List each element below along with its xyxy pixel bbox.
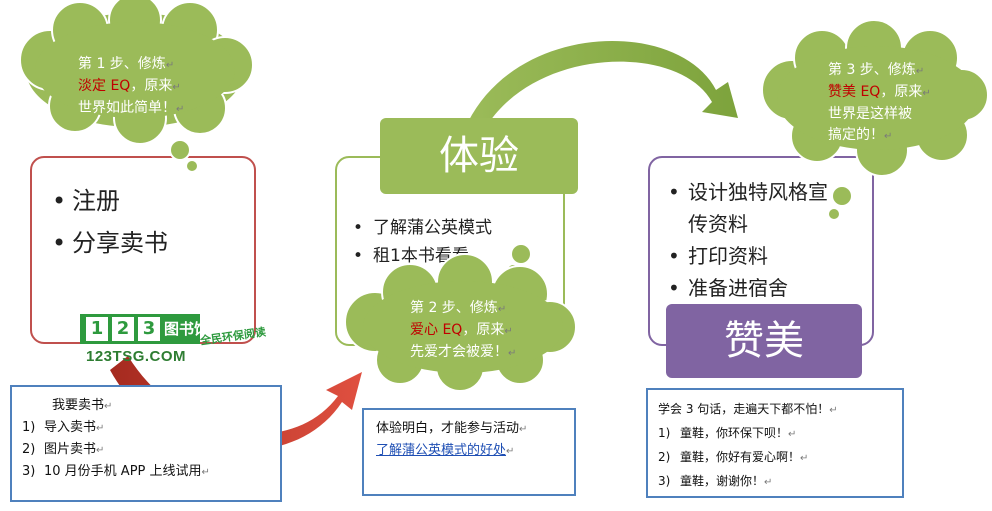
right-box-heading: 学会 3 句话，走遍天下都不怕！↵ [658, 402, 838, 416]
left-box-heading: 我要卖书↵ [52, 398, 113, 413]
step1-item: 注册 [52, 180, 168, 222]
left-box-item: 3)10 月份手机 APP 上线试用↵ [22, 464, 210, 479]
step1-cloud-line2: ，原来 [130, 78, 173, 94]
step2-cloud-line3: 先爱才会被爱！ [410, 344, 508, 360]
step3-item: 准备进宿舍 [668, 272, 828, 304]
step3-cloud-line2: ，原来 [880, 84, 923, 100]
step3-cloud-eq: 赞美 EQ [828, 84, 881, 100]
middle-box-link[interactable]: 了解蒲公英模式的好处 [376, 443, 507, 458]
logo-digit: 1 [86, 317, 108, 341]
step3-title: 赞美 [666, 304, 862, 378]
logo-slogan: 全民环保阅读 [199, 325, 267, 348]
step1-cloud-text: 第 1 步、修炼↵ 淡定 EQ，原来↵ 世界如此简单！↵ [78, 56, 185, 116]
right-box-item: 1)童鞋，你环保下呗！↵ [658, 426, 797, 440]
step1-cloud-line1: 第 1 步、修炼 [78, 56, 166, 72]
right-info-box: 学会 3 句话，走遍天下都不怕！↵ 1)童鞋，你环保下呗！↵ 2)童鞋，你好有爱… [646, 388, 904, 498]
step1-cloud-eq: 淡定 EQ [78, 78, 131, 94]
green-curved-arrow [468, 40, 738, 124]
logo-digit: 3 [138, 317, 160, 341]
step2-cloud-eq: 爱心 EQ [410, 322, 463, 338]
step2-item: 了解蒲公英模式 [353, 214, 492, 242]
step2-cloud [344, 243, 577, 392]
step1-item: 分享卖书 [52, 222, 168, 264]
step2-item: 租1本书看看 [353, 242, 492, 270]
step3-cloud-line4: 搞定的！ [828, 127, 884, 143]
site-logo[interactable]: 1 2 3 图书馆 123TSG.COM 全民环保阅读 [80, 314, 280, 376]
logo-url: 123TSG.COM [86, 348, 187, 365]
right-box-item: 2)童鞋，你好有爱心啊！↵ [658, 450, 809, 464]
step3-cloud-text: 第 3 步、修炼↵ 赞美 EQ，原来↵ 世界是这样被 搞定的！↵ [828, 62, 931, 143]
middle-info-box: 体验明白，才能参与活动↵ 了解蒲公英模式的好处↵ [362, 408, 576, 496]
step2-list: 了解蒲公英模式 租1本书看看 [353, 214, 492, 270]
step2-cloud-text: 第 2 步、修炼↵ 爱心 EQ，原来↵ 先爱才会被爱！↵ [410, 300, 517, 360]
step3-item: 打印资料 [668, 240, 828, 272]
step3-item: 设计独特风格宣传资料 [668, 176, 828, 240]
left-info-box: 我要卖书↵ 1)导入卖书↵ 2)图片卖书↵ 3)10 月份手机 APP 上线试用… [10, 385, 282, 502]
step1-cloud-line3: 世界如此简单！ [78, 100, 176, 116]
step3-cloud-line1: 第 3 步、修炼 [828, 62, 916, 78]
step3-list: 设计独特风格宣传资料 打印资料 准备进宿舍 [668, 176, 828, 304]
left-box-item: 2)图片卖书↵ [22, 442, 105, 457]
right-box-item: 3)童鞋，谢谢你！↵ [658, 474, 773, 488]
middle-box-line: 体验明白，才能参与活动↵ [376, 421, 528, 436]
step1-cloud [19, 0, 254, 173]
step2-title: 体验 [380, 118, 578, 194]
left-box-item: 1)导入卖书↵ [22, 420, 105, 435]
step3-cloud [761, 19, 989, 221]
step2-cloud-line1: 第 2 步、修炼 [410, 300, 498, 316]
step3-cloud-line3: 世界是这样被 [828, 106, 912, 122]
step2-cloud-line2: ，原来 [462, 322, 505, 338]
step1-list: 注册 分享卖书 [52, 180, 168, 264]
logo-name: 图书馆 [164, 320, 210, 338]
logo-digit: 2 [112, 317, 134, 341]
